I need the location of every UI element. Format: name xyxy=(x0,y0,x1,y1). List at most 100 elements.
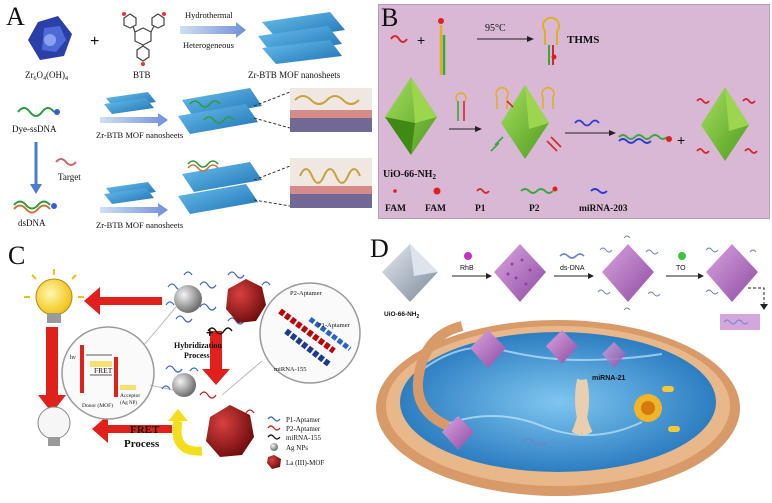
panel-b-diagram: + 95°C THMS UiO-66-NH2 xyxy=(383,16,758,214)
dsdna-icon xyxy=(13,200,57,214)
svg-text:FRET: FRET xyxy=(94,366,113,375)
to-labeled-octahedron xyxy=(705,244,758,302)
svg-text:miRNA-21: miRNA-21 xyxy=(592,375,626,382)
panel-b: B + 95°C THMS UiO-66-NH2 xyxy=(378,4,770,219)
nanosheet-stack xyxy=(258,12,345,64)
fret-inset: FRET hν Donor (MOF) Acceptor (Ag NP) xyxy=(61,326,155,420)
svg-text:dsDNA: dsDNA xyxy=(18,218,46,228)
agnp-aptamer xyxy=(165,271,217,323)
svg-text:Ag NPs: Ag NPs xyxy=(286,444,308,452)
red-arrow-left-top xyxy=(84,287,162,315)
p1-strand xyxy=(390,35,408,43)
svg-text:Process: Process xyxy=(124,438,160,450)
svg-text:Zr6O4(OH)4: Zr6O4(OH)4 xyxy=(25,70,68,82)
released-nanosheets xyxy=(178,160,262,214)
mini-nanosheet-icon-2 xyxy=(104,182,156,204)
panel-b-label: B xyxy=(381,4,399,32)
svg-text:Acceptor: Acceptor xyxy=(120,393,140,399)
ssdna-strand xyxy=(17,107,55,117)
svg-text:95°C: 95°C xyxy=(485,23,506,34)
released-dna-fragment xyxy=(720,314,760,330)
zr-cluster-icon xyxy=(28,16,72,60)
svg-text:Heterogeneous: Heterogeneous xyxy=(183,40,234,50)
svg-text:P2-Aptamer: P2-Aptamer xyxy=(290,290,323,297)
svg-text:P1-Aptamer: P1-Aptamer xyxy=(318,322,351,329)
svg-text:P1: P1 xyxy=(475,204,486,214)
panel-d-diagram: UiO-66-NH2 RhB ds-DNA TO xyxy=(376,235,768,496)
reaction-arrow xyxy=(180,22,246,38)
yellow-curved-arrow xyxy=(172,420,203,456)
to-dot xyxy=(678,252,686,260)
uio66-octahedron-icon xyxy=(385,77,437,155)
svg-text:P2-Aptamer: P2-Aptamer xyxy=(286,425,321,433)
svg-text:miRNA-155: miRNA-155 xyxy=(274,366,307,373)
svg-text:TO: TO xyxy=(676,265,686,272)
svg-text:P2: P2 xyxy=(529,204,540,214)
target-strand xyxy=(55,158,77,166)
svg-text:Process: Process xyxy=(184,351,210,360)
panel-a: A Zr6O4(OH)4 + BTB xyxy=(0,0,378,245)
cell-illustration xyxy=(376,320,740,496)
svg-text:UiO-66-NH2: UiO-66-NH2 xyxy=(384,311,420,320)
svg-text:miRNA-203: miRNA-203 xyxy=(579,204,628,214)
la-mof-top xyxy=(226,271,271,325)
svg-text:Donor (MOF): Donor (MOF) xyxy=(82,402,113,409)
molecular-model-1 xyxy=(290,88,372,132)
loaded-octahedron xyxy=(490,85,562,159)
molecular-model-2 xyxy=(290,158,372,208)
panel-a-diagram: Zr6O4(OH)4 + BTB Hydrothermal Heterogene… xyxy=(12,10,372,230)
svg-text:THMS: THMS xyxy=(567,34,599,46)
svg-text:FAM: FAM xyxy=(385,204,406,214)
bulb-off-icon xyxy=(37,406,71,446)
svg-text:La (III)-MOF: La (III)-MOF xyxy=(286,459,324,467)
hairpin-thms xyxy=(542,16,560,65)
panel-c: C xyxy=(0,245,362,503)
adsorbed-nanosheets xyxy=(178,88,262,134)
svg-text:+: + xyxy=(206,325,214,340)
panel-c-diagram: + Hybridization Process FRET hν Donor (M… xyxy=(24,269,361,469)
svg-text:FAM: FAM xyxy=(425,204,446,214)
panel-b-legend: FAM FAM P1 P2 miRNA-203 xyxy=(385,186,628,214)
hybridization-inset: P2-Aptamer P1-Aptamer miRNA-155 xyxy=(259,282,361,384)
svg-text:BTB: BTB xyxy=(133,70,151,80)
panel-d: D UiO-66-NH2 RhB xyxy=(362,230,770,503)
agnp-mof-complex xyxy=(161,365,255,457)
panel-d-label: D xyxy=(370,234,389,263)
bead-chain xyxy=(278,308,352,368)
btb-molecule-icon xyxy=(122,12,166,66)
plus-sign: + xyxy=(90,33,99,50)
svg-text:+: + xyxy=(677,132,685,148)
panel-c-legend: P1-Aptamer P2-Aptamer miRNA-155 Ag NPs L… xyxy=(267,416,324,469)
svg-text:ds-DNA: ds-DNA xyxy=(560,265,585,272)
svg-text:Zr-BTB MOF nanosheets: Zr-BTB MOF nanosheets xyxy=(248,70,341,80)
svg-text:UiO-66-NH2: UiO-66-NH2 xyxy=(383,169,436,181)
svg-text:Zr-BTB MOF nanosheets: Zr-BTB MOF nanosheets xyxy=(96,220,183,230)
mini-nanosheet-icon xyxy=(104,92,156,114)
dna-coated-octahedron xyxy=(597,235,661,311)
red-arrow-down xyxy=(38,327,66,413)
svg-text:Hybridization: Hybridization xyxy=(174,341,223,350)
bulb-on-icon xyxy=(24,269,84,323)
rhb-loaded-octahedron xyxy=(494,244,546,302)
svg-text:Target: Target xyxy=(58,172,81,182)
svg-text:FRET: FRET xyxy=(130,424,160,436)
svg-text:RhB: RhB xyxy=(460,265,474,272)
rhb-dot xyxy=(464,252,472,260)
svg-text:Zr-BTB MOF nanosheets: Zr-BTB MOF nanosheets xyxy=(96,130,183,140)
red-arrow-hybridization xyxy=(202,331,230,385)
svg-text:(Ag NP): (Ag NP) xyxy=(120,401,137,406)
p2-strand xyxy=(438,18,446,75)
panel-c-label: C xyxy=(8,245,26,270)
uio66-gray-octahedron xyxy=(382,244,438,302)
svg-text:+: + xyxy=(417,32,425,48)
svg-text:Dye-ssDNA: Dye-ssDNA xyxy=(12,124,57,134)
hairpin-small-icon xyxy=(455,92,467,121)
duplex-product xyxy=(618,134,672,144)
svg-text:hν: hν xyxy=(70,355,76,361)
red-arrow-left-bottom xyxy=(92,415,172,443)
svg-text:miRNA-155: miRNA-155 xyxy=(286,434,322,442)
svg-text:P1-Aptamer: P1-Aptamer xyxy=(286,416,321,424)
svg-text:Hydrothermal: Hydrothermal xyxy=(185,10,233,20)
released-octahedron xyxy=(696,87,758,161)
panel-a-label: A xyxy=(6,2,25,31)
